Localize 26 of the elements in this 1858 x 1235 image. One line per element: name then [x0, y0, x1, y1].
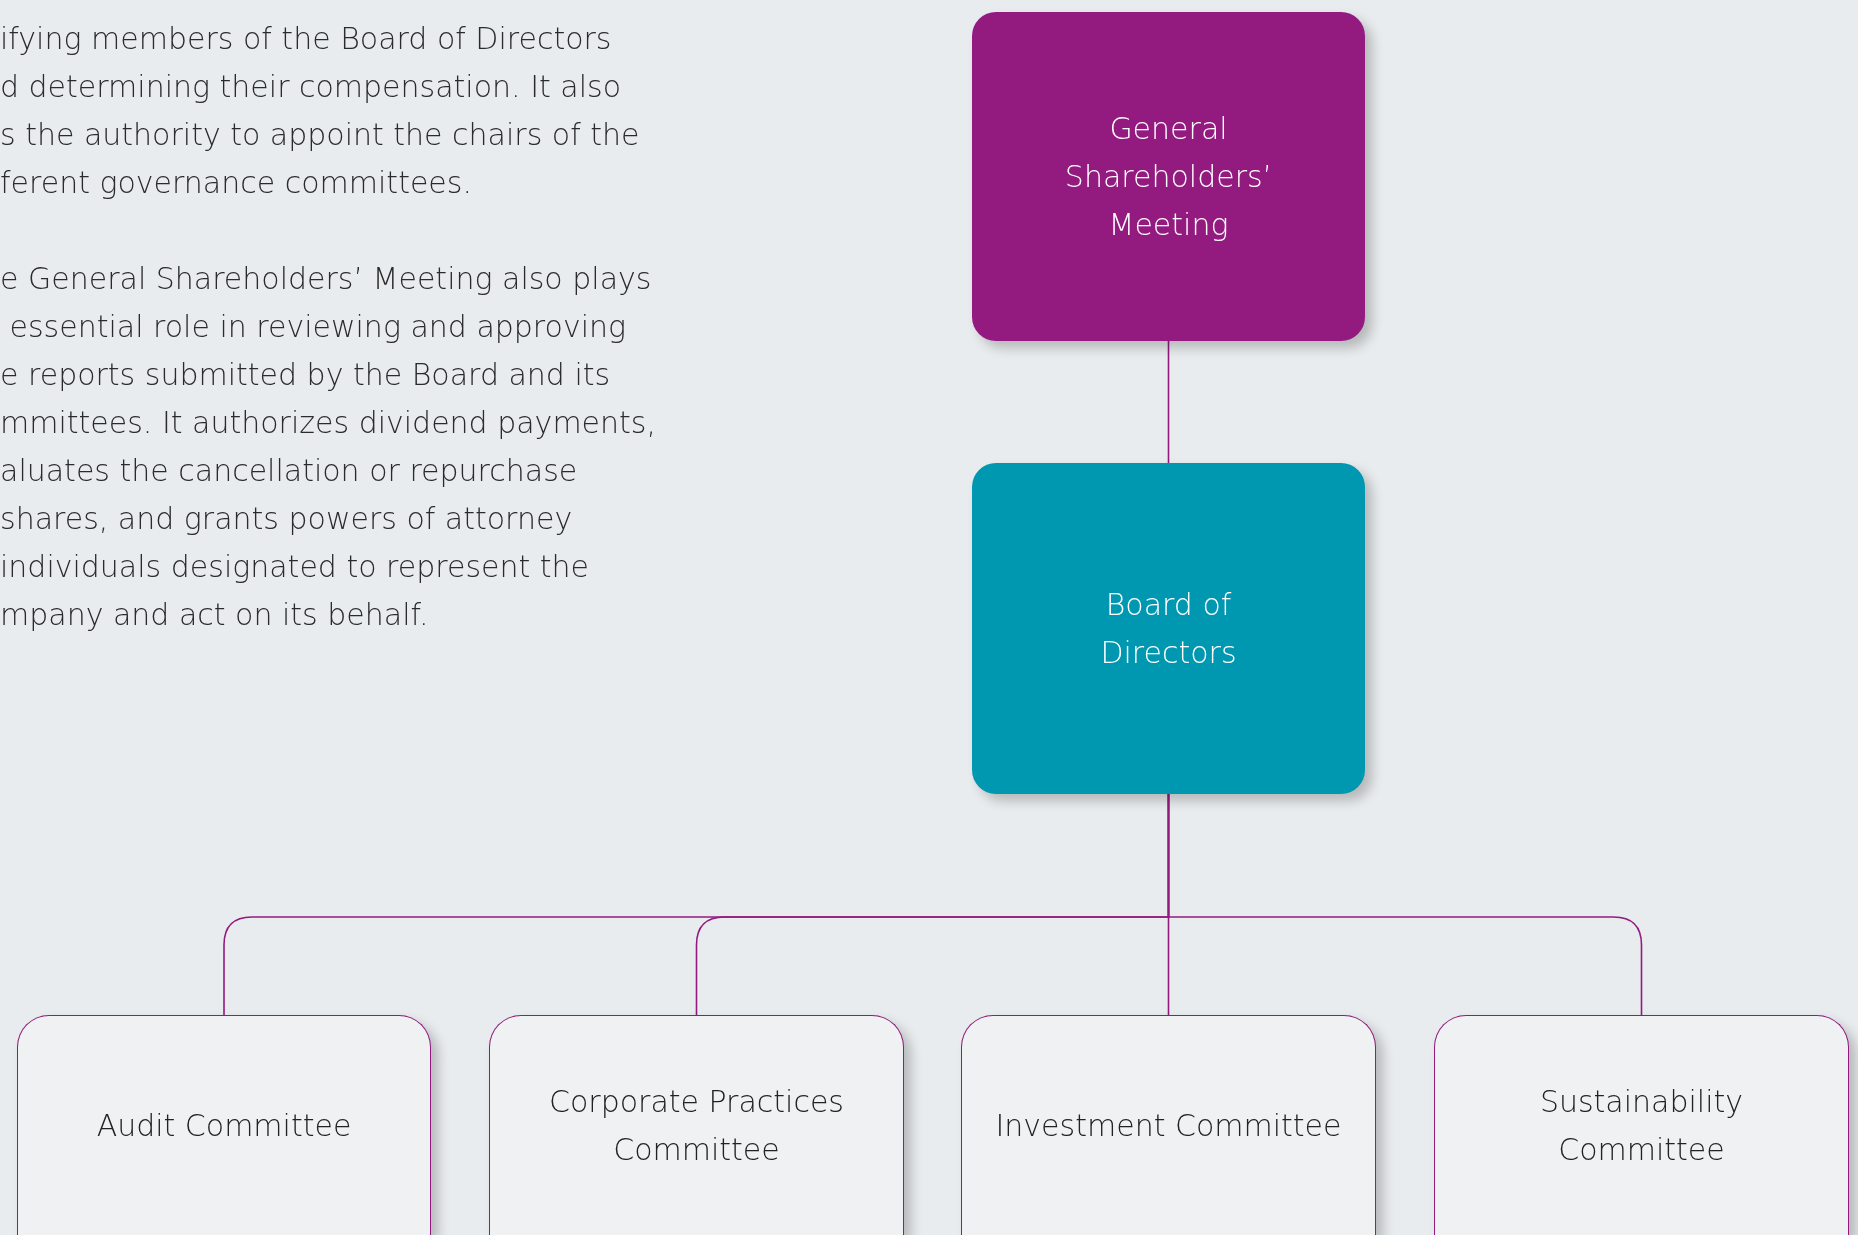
node-label: Audit Committee: [96, 1106, 352, 1145]
body-text-line: mmittees. It authorizes dividend payments,: [0, 404, 656, 442]
body-text-line: aluates the cancellation or repurchase: [0, 452, 578, 490]
body-text-line: essential role in reviewing and approving: [8, 308, 626, 346]
committee-box: [17, 1015, 431, 1235]
body-text-line: d determining their compensation. It also: [0, 68, 621, 106]
node-label: Board of Directors: [1099, 585, 1238, 672]
node-label: Corporate Practices Committee: [548, 1082, 845, 1169]
node-label: Investment Committee: [995, 1106, 1342, 1145]
connector-line: [1167, 793, 1643, 1016]
body-text-line: shares, and grants powers of attorney: [0, 500, 573, 538]
body-text-line: ifying members of the Board of Directors: [0, 20, 612, 58]
committee-box: [489, 1015, 904, 1235]
board-box: [972, 463, 1365, 794]
body-text-line: e reports submitted by the Board and its: [0, 356, 611, 394]
body-text-line: mpany and act on its behalf.: [0, 596, 429, 634]
node-label: Sustainability Committee: [1538, 1082, 1745, 1169]
committee-box: [1434, 1015, 1849, 1235]
body-text-line: individuals designated to represent the: [0, 548, 589, 586]
body-text-line: e General Shareholders’ Meeting also plays: [0, 260, 652, 298]
node-label: General Shareholders’ Meeting: [1063, 109, 1274, 244]
connector-line: [1167, 340, 1170, 464]
body-text-line: s the authority to appoint the chairs of the: [0, 116, 640, 154]
committee-box: [961, 1015, 1376, 1235]
body-text-line: ferent governance committees.: [0, 164, 472, 202]
meeting-box: [972, 12, 1365, 341]
